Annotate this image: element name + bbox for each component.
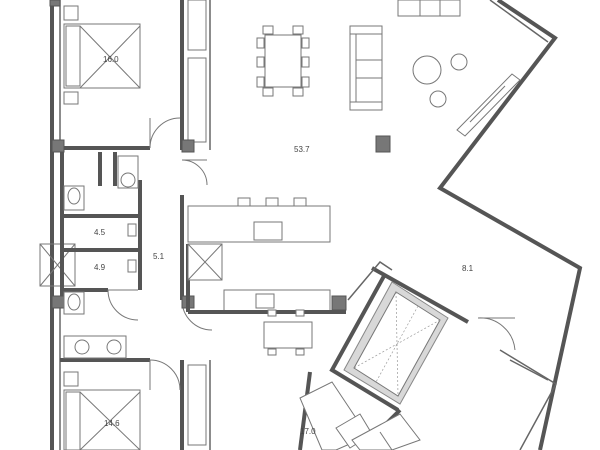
kitchen-counter [186, 243, 346, 356]
coffee-tables [412, 53, 468, 108]
bathroom-fixtures [63, 155, 139, 359]
doors [107, 117, 516, 391]
room-area-label: 16.0 [103, 55, 119, 64]
kitchen-island [187, 197, 331, 243]
sofa [349, 25, 383, 111]
room-area-label: 53.7 [294, 145, 310, 154]
west-window-bays [39, 243, 76, 287]
glass-roof [343, 281, 449, 405]
room-area-label: 4.5 [94, 228, 106, 237]
structural-columns [49, 0, 391, 311]
room-area-label: 8.1 [462, 264, 474, 273]
room-area-label: 4.9 [94, 263, 106, 272]
room-area-label: 5.1 [153, 252, 165, 261]
armchairs [397, 0, 461, 17]
interior-walls [60, 0, 211, 450]
exterior-walls [50, 0, 583, 450]
bed-1 [63, 5, 141, 105]
bed-2 [63, 371, 141, 450]
room-area-label: 17.0 [300, 427, 316, 436]
tv-unit [456, 73, 521, 137]
room-labels: 16.0 53.7 4.5 5.1 4.9 8.1 14.6 17.0 [94, 55, 474, 436]
bed-3 [299, 381, 421, 450]
room-area-label: 14.6 [104, 419, 120, 428]
dining-table [256, 25, 310, 97]
